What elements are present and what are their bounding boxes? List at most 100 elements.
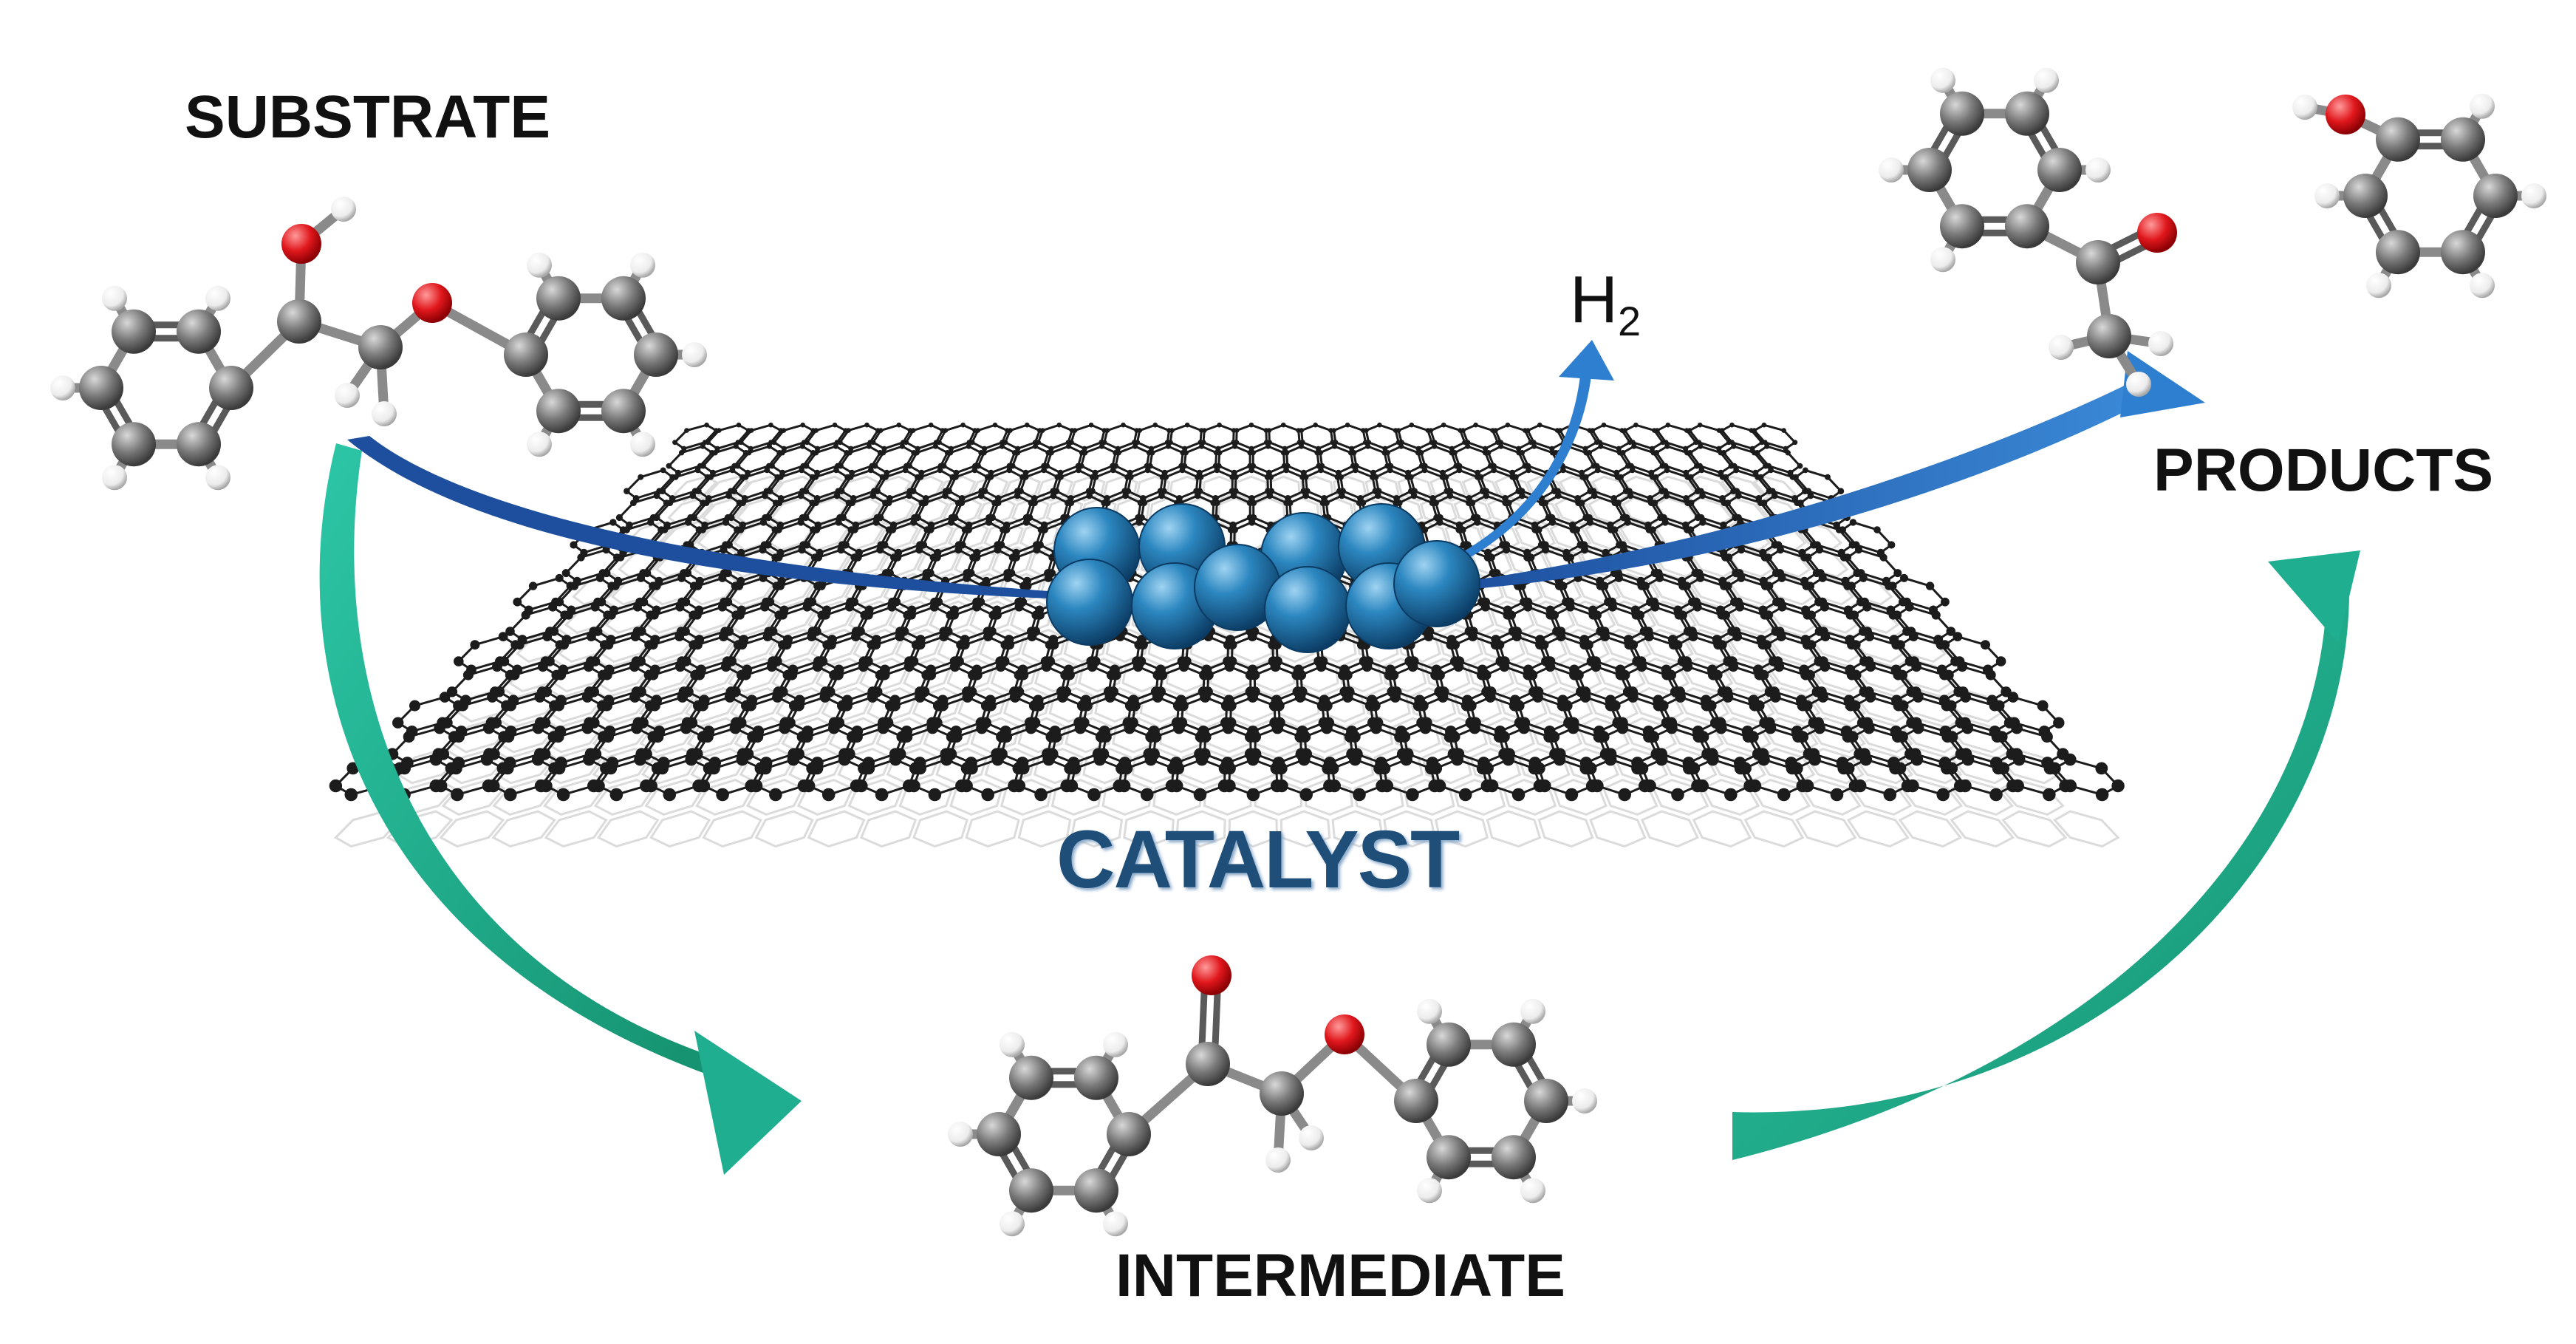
lattice-atom xyxy=(1531,443,1537,449)
lattice-atom xyxy=(1199,731,1212,743)
lattice-atom xyxy=(971,467,978,474)
lattice-atom xyxy=(841,700,853,712)
lattice-atom xyxy=(509,669,520,680)
lattice-atom xyxy=(1284,450,1290,456)
hydrogen-atom xyxy=(2126,372,2151,397)
lattice-atom xyxy=(634,753,646,766)
carbon-atom xyxy=(601,389,646,434)
lattice-atom xyxy=(949,661,960,672)
lattice-atom xyxy=(392,717,404,729)
lattice-atom xyxy=(623,526,630,533)
lattice-atom xyxy=(731,488,738,494)
lattice-atom xyxy=(1497,440,1503,446)
lattice-atom xyxy=(1068,440,1074,446)
lattice-atom xyxy=(1584,762,1597,775)
lattice-atom xyxy=(631,722,643,734)
lattice-atom xyxy=(1705,700,1717,712)
lattice-atom xyxy=(674,632,685,641)
lattice-atom xyxy=(1152,692,1164,703)
lattice-atom xyxy=(1527,669,1538,680)
lattice-atom xyxy=(1432,440,1438,446)
lattice-atom xyxy=(2053,717,2065,729)
lattice-atom xyxy=(454,656,464,666)
lattice-atom xyxy=(595,573,604,582)
carbon-atom xyxy=(1394,1079,1438,1123)
lattice-atom xyxy=(1808,753,1821,766)
lattice-atom xyxy=(577,553,585,562)
lattice-atom xyxy=(1777,788,1791,802)
lattice-atom xyxy=(638,474,644,480)
lattice-atom xyxy=(1465,440,1471,446)
carbon-atom xyxy=(634,332,678,377)
lattice-atom xyxy=(552,731,564,743)
lattice-atom xyxy=(1002,526,1011,533)
carbon-atom xyxy=(2473,174,2518,218)
lattice-atom xyxy=(1854,546,1863,554)
lattice-atom xyxy=(1715,722,1727,734)
lattice-atom xyxy=(692,610,702,620)
lattice-atom xyxy=(1830,788,1844,802)
lattice-atom xyxy=(1275,779,1288,793)
lattice-atom xyxy=(1087,661,1098,672)
lattice-atom xyxy=(1044,573,1053,582)
lattice-atom xyxy=(1429,762,1443,775)
intermediate-label: INTERMEDIATE xyxy=(1116,1242,1565,1309)
lattice-atom xyxy=(1446,488,1454,494)
lattice-atom xyxy=(672,440,678,446)
lattice-atom xyxy=(1573,669,1584,680)
lattice-atom xyxy=(1783,446,1788,451)
lattice-atom xyxy=(1299,428,1304,433)
lattice-atom xyxy=(1735,492,1742,499)
lattice-atom xyxy=(936,440,942,446)
lattice-atom xyxy=(623,488,630,494)
lattice-atom xyxy=(1248,446,1254,451)
lattice-atom xyxy=(1696,440,1702,446)
lattice-atom xyxy=(1009,692,1021,703)
lattice-atom xyxy=(1137,428,1142,433)
lattice-atom xyxy=(1724,788,1738,802)
lattice-atom xyxy=(819,692,831,703)
lattice-atom xyxy=(532,722,544,734)
lattice-atom xyxy=(1480,602,1490,612)
lattice-atom xyxy=(1048,446,1054,451)
lattice-atom xyxy=(867,467,874,474)
lattice-atom xyxy=(1017,488,1024,494)
lattice-atom xyxy=(876,546,884,554)
lattice-atom xyxy=(1317,450,1323,456)
lattice-atom xyxy=(1706,753,1719,766)
lattice-atom xyxy=(1480,669,1492,680)
lattice-atom xyxy=(889,700,901,712)
lattice-atom xyxy=(1719,428,1725,433)
lattice-atom xyxy=(1456,463,1463,469)
lattice-atom xyxy=(858,661,869,672)
lattice-atom xyxy=(1281,422,1286,428)
lattice-atom xyxy=(734,463,741,469)
lattice-atom xyxy=(719,632,728,641)
lattice-atom xyxy=(952,474,959,480)
lattice-atom xyxy=(1486,779,1499,793)
lattice-atom xyxy=(982,446,988,451)
lattice-atom xyxy=(1223,762,1236,775)
lattice-atom xyxy=(1722,692,1734,703)
lattice-atom xyxy=(1498,443,1504,449)
lattice-atom xyxy=(686,541,694,549)
lattice-atom xyxy=(462,669,474,680)
h2-subscript: 2 xyxy=(1618,298,1641,344)
lattice-atom xyxy=(1231,526,1238,533)
lattice-atom xyxy=(1723,581,1732,590)
lattice-atom xyxy=(611,581,620,590)
lattice-atom xyxy=(501,762,514,775)
lattice-atom xyxy=(1879,553,1887,562)
lattice-atom xyxy=(918,469,925,476)
lattice-atom xyxy=(1627,492,1634,499)
lattice-atom xyxy=(1616,446,1622,451)
hydrogen-atom xyxy=(2085,157,2111,183)
lattice-atom xyxy=(948,519,955,526)
lattice-atom xyxy=(704,422,709,428)
lattice-atom xyxy=(839,514,847,522)
lattice-atom xyxy=(1494,640,1505,650)
carbon-atom xyxy=(2005,91,2049,136)
lattice-atom xyxy=(434,779,448,793)
lattice-atom xyxy=(1022,474,1029,480)
lattice-atom xyxy=(906,610,916,620)
